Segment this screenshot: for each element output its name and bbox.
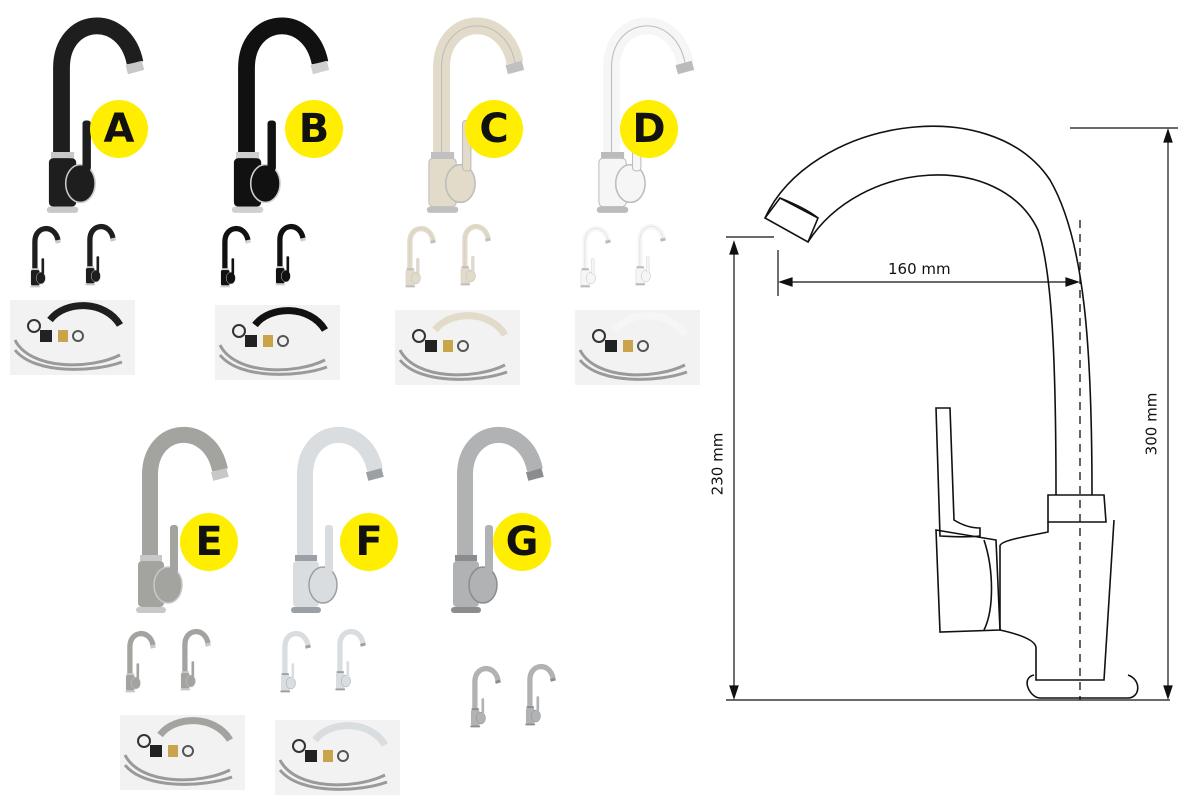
faucet-side-view-thumbnail xyxy=(280,630,311,693)
faucet-front-view-thumbnail xyxy=(275,223,306,286)
faucet-thumbnails xyxy=(120,625,240,695)
reach-dimension-label: 160 mm xyxy=(888,260,951,278)
faucet-side-view-thumbnail xyxy=(220,225,251,288)
variant-letter-badge: B xyxy=(285,100,343,158)
installation-kit-photo xyxy=(395,310,520,385)
faucet-front-view-thumbnail xyxy=(180,628,211,691)
variant-b[interactable]: B xyxy=(195,0,375,400)
variant-letter-badge: E xyxy=(180,513,238,571)
variant-letter-badge: G xyxy=(493,513,551,571)
faucet-illustration xyxy=(231,17,330,213)
installation-kit-parts xyxy=(398,312,508,381)
faucet-side-view-thumbnail xyxy=(405,225,436,288)
faucet-illustration xyxy=(46,17,145,213)
faucet-illustration xyxy=(136,426,229,613)
installation-kit-photo xyxy=(575,310,700,385)
installation-kit-parts xyxy=(218,307,328,376)
installation-kit-photo xyxy=(10,300,135,375)
installation-kit-photo xyxy=(275,720,400,795)
faucet-illustration xyxy=(596,17,695,213)
faucet-outline-drawing xyxy=(726,125,1178,701)
technical-drawing: 160 mm 230 mm 300 mm xyxy=(700,100,1200,740)
faucet-illustration xyxy=(426,17,525,213)
faucet-front-view-thumbnail xyxy=(85,223,116,286)
faucet-front-view-thumbnail xyxy=(525,663,556,726)
faucet-illustration xyxy=(291,426,384,613)
variant-letter-badge: C xyxy=(465,100,523,158)
faucet-front-view-thumbnail xyxy=(635,223,666,286)
faucet-thumbnails xyxy=(25,220,145,290)
faucet-front-view-thumbnail xyxy=(335,628,366,691)
faucet-side-view-thumbnail xyxy=(580,225,611,288)
faucet-side-view-thumbnail xyxy=(30,225,61,288)
installation-kit-parts xyxy=(13,302,123,371)
faucet-thumbnails xyxy=(275,625,395,695)
faucet-thumbnails xyxy=(215,220,335,290)
variant-g[interactable]: G xyxy=(425,405,605,800)
variant-letter-badge: F xyxy=(340,513,398,571)
variant-d[interactable]: D xyxy=(560,0,740,400)
faucet-illustration xyxy=(451,426,544,613)
faucet-thumbnails xyxy=(465,660,585,730)
installation-kit-parts xyxy=(578,312,688,381)
installation-kit-photo xyxy=(120,715,245,790)
variant-f[interactable]: F xyxy=(265,405,445,800)
variant-e[interactable]: E xyxy=(110,405,290,800)
outlet-height-dimension-label: 230 mm xyxy=(708,432,727,496)
variant-c[interactable]: C xyxy=(380,0,560,400)
variant-letter-badge: A xyxy=(90,100,148,158)
variant-letter-badge: D xyxy=(620,100,678,158)
installation-kit-parts xyxy=(278,722,388,791)
faucet-front-view-thumbnail xyxy=(460,223,491,286)
installation-kit-photo xyxy=(215,305,340,380)
faucet-side-view-thumbnail xyxy=(470,665,501,728)
variant-a[interactable]: A xyxy=(0,0,180,400)
total-height-dimension-label: 300 mm xyxy=(1142,392,1161,456)
faucet-thumbnails xyxy=(575,220,695,290)
installation-kit-parts xyxy=(123,717,233,786)
faucet-thumbnails xyxy=(400,220,520,290)
faucet-side-view-thumbnail xyxy=(125,630,156,693)
